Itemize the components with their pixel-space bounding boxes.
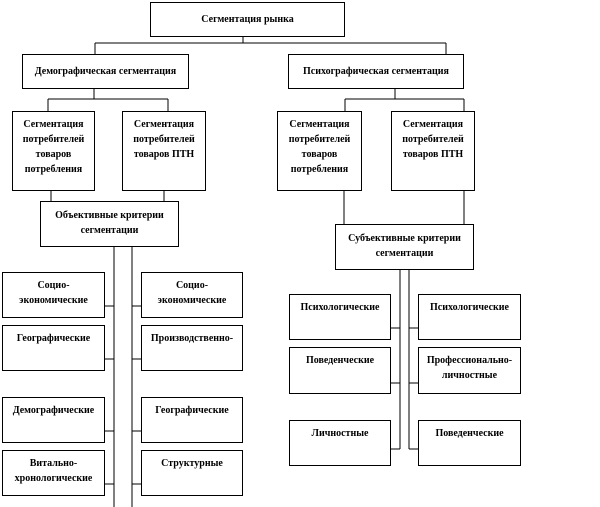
- demographic-segmentation-box: Демографическая сегментация: [22, 54, 189, 89]
- label: Сегментация рынка: [201, 14, 294, 25]
- industrial-goods-box-right: Сегментация потребителей товаров ПТН: [391, 111, 475, 191]
- label: Производственно-: [150, 333, 234, 344]
- label: Сегментация потребителей товаров потребл…: [22, 119, 85, 175]
- label: Демографическая сегментация: [34, 66, 177, 77]
- label: Структурные: [161, 458, 223, 469]
- criterion-box: Психологические: [289, 294, 391, 340]
- label: Психографическая сегментация: [303, 66, 449, 77]
- label: Социо-экономические: [19, 280, 88, 306]
- label: Профессионально-личностные: [426, 355, 513, 381]
- label: Субъективные критерии сегментации: [348, 233, 461, 259]
- criterion-box: Социо-экономические: [141, 272, 243, 318]
- label: Поведенческие: [305, 355, 375, 366]
- label: Витально-хронологические: [14, 458, 93, 484]
- criterion-box: Демографические: [2, 397, 105, 443]
- criterion-box: Поведенческие: [289, 347, 391, 394]
- label: Сегментация потребителей товаров ПТН: [133, 119, 195, 160]
- psychographic-segmentation-box: Психографическая сегментация: [288, 54, 464, 89]
- label: Географические: [155, 405, 229, 416]
- subjective-criteria-box: Субъективные критерии сегментации: [335, 224, 474, 270]
- label: Поведенческие: [435, 428, 504, 439]
- label: Сегментация потребителей товаров потребл…: [288, 119, 351, 175]
- criterion-box: Профессионально-личностные: [418, 347, 521, 394]
- label: Объективные критерии сегментации: [55, 210, 164, 236]
- label: Социо-экономические: [157, 280, 227, 306]
- criterion-box: Социо-экономические: [2, 272, 105, 318]
- label: Географические: [16, 333, 91, 344]
- label: Демографические: [12, 405, 95, 416]
- criterion-box: Производственно-: [141, 325, 243, 371]
- criterion-box: Структурные: [141, 450, 243, 496]
- criterion-box: Географические: [2, 325, 105, 371]
- label: Сегментация потребителей товаров ПТН: [402, 119, 464, 160]
- objective-criteria-box: Объективные критерии сегментации: [40, 201, 179, 247]
- criterion-box: Витально-хронологические: [2, 450, 105, 496]
- market-segmentation-box: Сегментация рынка: [150, 2, 345, 37]
- industrial-goods-box-left: Сегментация потребителей товаров ПТН: [122, 111, 206, 191]
- label: Психологические: [430, 302, 509, 313]
- criterion-box: Личностные: [289, 420, 391, 466]
- label: Психологические: [300, 302, 380, 313]
- consumer-goods-box-right: Сегментация потребителей товаров потребл…: [277, 111, 362, 191]
- criterion-box: Географические: [141, 397, 243, 443]
- criterion-box: Психологические: [418, 294, 521, 340]
- consumer-goods-box-left: Сегментация потребителей товаров потребл…: [12, 111, 95, 191]
- label: Личностные: [311, 428, 369, 439]
- criterion-box: Поведенческие: [418, 420, 521, 466]
